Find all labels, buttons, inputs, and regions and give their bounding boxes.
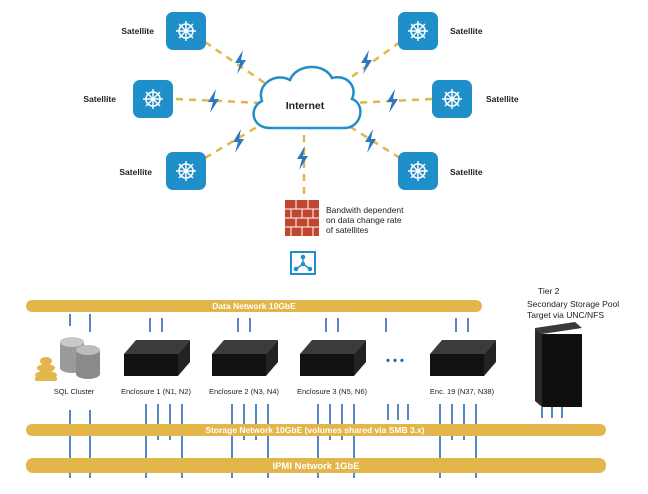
ipmi-network-bar: IPMI Network 1GbE	[26, 458, 606, 473]
lightning-icon	[387, 89, 398, 113]
satellite-label: Satellite	[450, 167, 483, 177]
lightning-icon	[235, 50, 246, 74]
firewall-note-line: Bandwith dependent	[326, 205, 404, 215]
satellite-node: Satellite	[119, 152, 206, 190]
satellite-label: Satellite	[119, 167, 152, 177]
node-label: Enclosure 1 (N1, N2)	[121, 387, 192, 396]
server-icon	[430, 340, 496, 376]
tier2-line: Target via UNC/NFS	[527, 310, 604, 320]
firewall-icon	[285, 200, 319, 236]
satellite-node: Satellite	[398, 12, 483, 50]
satellite-label: Satellite	[450, 26, 483, 36]
satellite-node: Satellite	[83, 80, 173, 118]
lightning-icon	[208, 89, 219, 113]
satellite-label: Satellite	[121, 26, 154, 36]
tier2-line: Secondary Storage Pool	[527, 299, 619, 309]
ellipsis: • • •	[386, 355, 404, 367]
enclosure-3: Enclosure 3 (N5, N6)	[297, 340, 368, 396]
satellite-label: Satellite	[486, 94, 519, 104]
tier2-storage: Tier 2 Secondary Storage Pool Target via…	[527, 286, 619, 407]
cloud-icon	[252, 65, 362, 130]
tier2-title: Tier 2	[538, 286, 560, 296]
lightning-icon	[233, 129, 244, 153]
server-icon	[124, 340, 190, 376]
satellite-node: Satellite	[432, 80, 519, 118]
ipmi-network-label: IPMI Network 1GbE	[272, 461, 359, 472]
internet-cloud: Internet	[252, 65, 362, 130]
firewall-note-line: on data change rate	[326, 215, 402, 225]
server-icon	[212, 340, 278, 376]
data-network-label: Data Network 10GbE	[212, 301, 296, 311]
enclosure-19: Enc. 19 (N37, N38)	[430, 340, 496, 396]
node-label: Enclosure 2 (N3, N4)	[209, 387, 280, 396]
beehive-icon	[35, 357, 57, 381]
sql-cluster: SQL Cluster	[35, 337, 100, 396]
node-label: Enclosure 3 (N5, N6)	[297, 387, 368, 396]
enclosure-1: Enclosure 1 (N1, N2)	[121, 340, 192, 396]
network-switch	[290, 251, 316, 275]
internet-label: Internet	[286, 100, 325, 112]
firewall-note-line: of satellites	[326, 225, 369, 235]
satellite-node: Satellite	[398, 152, 483, 190]
lightning-icon	[361, 50, 372, 74]
satellite-label: Satellite	[83, 94, 116, 104]
firewall: Bandwith dependent on data change rate o…	[285, 200, 404, 236]
storage-network-bar: Storage Network 10GbE (volumes shared vi…	[26, 424, 606, 436]
lightning-icon	[365, 129, 376, 153]
satellite-node: Satellite	[121, 12, 206, 50]
server-icon	[300, 340, 366, 376]
node-label: Enc. 19 (N37, N38)	[430, 387, 495, 396]
enclosure-2: Enclosure 2 (N3, N4)	[209, 340, 280, 396]
storage-rack-icon	[535, 322, 582, 407]
node-label: SQL Cluster	[54, 387, 95, 396]
database-icon	[60, 337, 100, 379]
data-cables	[69, 314, 469, 332]
lightning-icon	[297, 146, 308, 170]
storage-network-label: Storage Network 10GbE (volumes shared vi…	[205, 425, 424, 435]
data-network-bar: Data Network 10GbE	[26, 300, 482, 312]
